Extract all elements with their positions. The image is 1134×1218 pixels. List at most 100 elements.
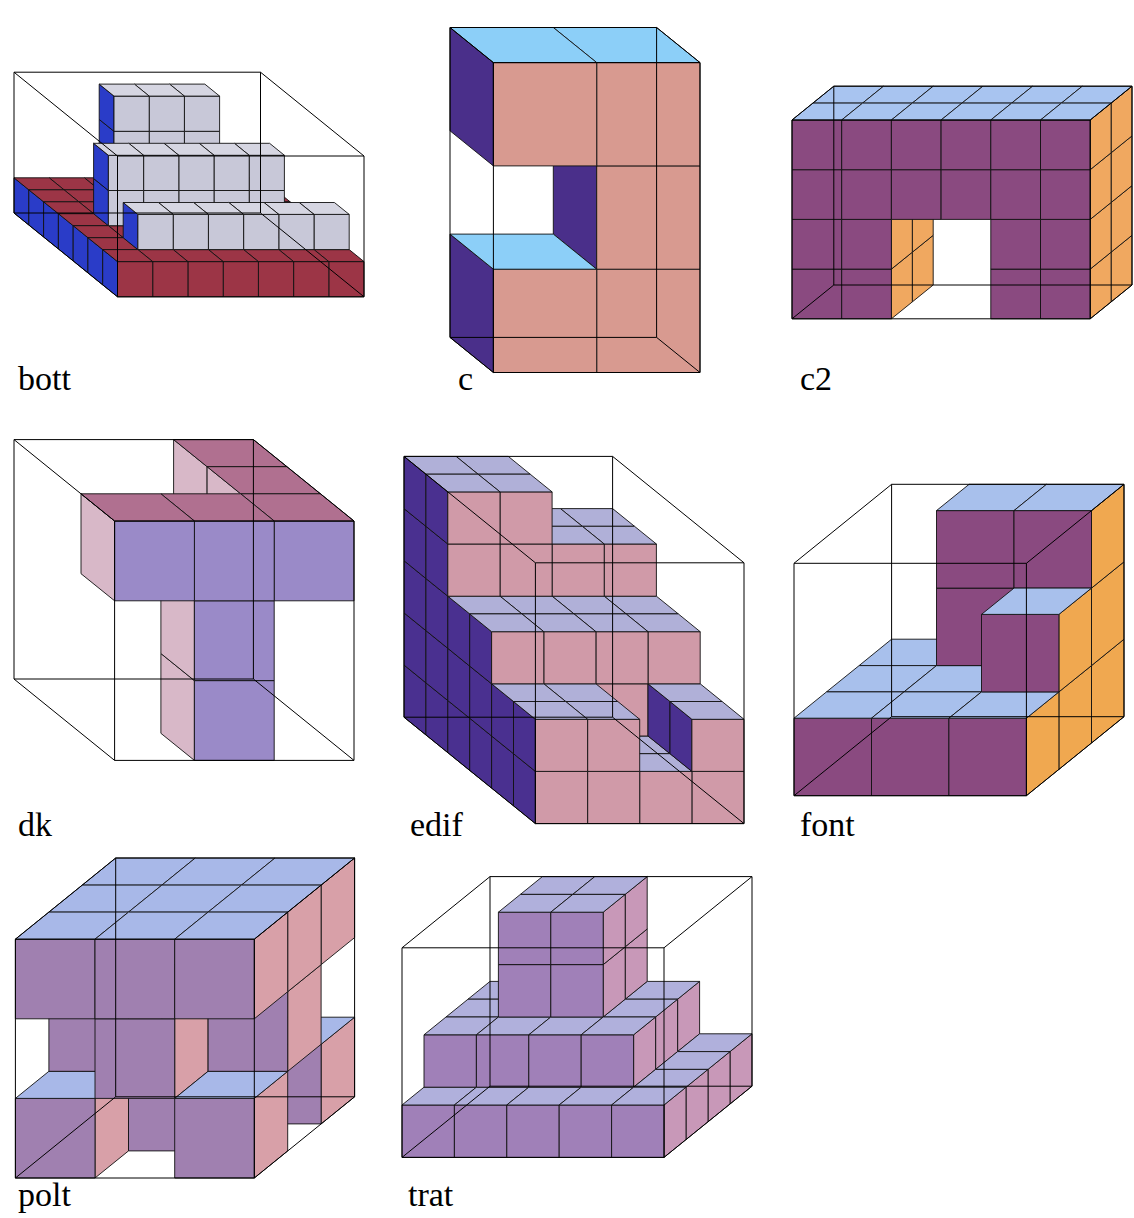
cube-face xyxy=(402,1105,454,1157)
cube-face xyxy=(891,170,941,220)
panel-label: dk xyxy=(18,808,52,842)
cube-face xyxy=(99,84,149,96)
bounding-box-edge xyxy=(493,62,700,63)
bounding-box-edge xyxy=(254,858,354,939)
cube-face xyxy=(138,214,173,249)
bounding-box-edge xyxy=(891,484,892,716)
cube-face xyxy=(842,170,892,220)
cube-face xyxy=(115,521,195,601)
bounding-box-edge xyxy=(450,27,657,28)
bounding-box-edge xyxy=(404,717,613,718)
bounding-box-edge xyxy=(354,521,355,760)
bounding-box-edge xyxy=(253,440,254,679)
bounding-box-edge xyxy=(752,877,753,1087)
cube-face xyxy=(597,269,700,372)
cube-face xyxy=(507,1105,559,1157)
bounding-box-edge xyxy=(15,858,115,939)
cube-face xyxy=(73,226,123,238)
cube-face xyxy=(991,219,1041,269)
cube-face xyxy=(678,1034,752,1052)
cube-face xyxy=(448,544,500,596)
cube-face xyxy=(551,912,603,964)
cube-face xyxy=(144,155,179,190)
bounding-box-edge xyxy=(253,440,354,521)
bounding-box-edge xyxy=(402,877,490,948)
bounding-box-edge xyxy=(115,521,354,522)
cube-face xyxy=(573,877,647,895)
cube-face xyxy=(872,718,949,796)
voxel-figure xyxy=(402,877,752,1158)
bounding-box-edge xyxy=(1090,86,1132,120)
bounding-box-edge xyxy=(117,156,118,297)
cube-face xyxy=(581,1017,655,1035)
bounding-box-edge xyxy=(1124,484,1125,716)
bounding-box-edge xyxy=(450,337,657,338)
bounding-box-edge xyxy=(792,86,834,120)
bounding-box-edge xyxy=(114,521,115,760)
cube-face xyxy=(450,28,597,63)
bounding-box-edge xyxy=(493,63,494,373)
cube-face xyxy=(1041,120,1091,170)
bounding-box-edge xyxy=(794,563,1026,564)
bounding-box-edge xyxy=(657,28,700,63)
cube-face xyxy=(552,544,604,596)
bounding-box-edge xyxy=(535,823,744,824)
bounding-box-edge xyxy=(1026,717,1124,796)
cube-face xyxy=(991,269,1041,319)
cube-face xyxy=(44,202,94,214)
cube-face xyxy=(514,702,588,720)
cube-face xyxy=(544,632,596,684)
cube-face xyxy=(95,939,175,1019)
bounding-box-edge xyxy=(14,440,115,521)
cube-face xyxy=(634,1069,708,1087)
bounding-box-edge xyxy=(14,679,253,680)
voxel-figure xyxy=(15,858,354,1178)
bounding-box-edge xyxy=(490,876,752,877)
bounding-box-edge xyxy=(792,120,1090,121)
cube-face xyxy=(551,965,603,1017)
cube-face xyxy=(500,544,552,596)
bounding-box-edge xyxy=(833,86,834,285)
cube-face xyxy=(448,492,500,544)
cube-face xyxy=(15,1098,95,1178)
bounding-box-edge xyxy=(490,877,491,1087)
bounding-box-edge xyxy=(1026,484,1124,563)
cube-face xyxy=(454,1105,506,1157)
cube-face xyxy=(656,1052,730,1070)
cube-face xyxy=(842,269,892,319)
cube-face xyxy=(498,965,550,1017)
cube-face xyxy=(991,120,1041,170)
bounding-box-edge xyxy=(1090,285,1132,319)
bounding-box-edge xyxy=(115,858,116,1097)
cube-face xyxy=(500,492,552,544)
cube-face xyxy=(258,262,293,297)
cube-face xyxy=(559,1105,611,1157)
bounding-box-edge xyxy=(402,1157,664,1158)
bounding-box-edge xyxy=(14,440,15,679)
bounding-box-edge xyxy=(792,318,1090,319)
bounding-box-edge xyxy=(118,156,365,157)
cube-face xyxy=(175,939,255,1019)
cube-face xyxy=(692,719,744,771)
cube-face xyxy=(15,939,95,1019)
cube-face xyxy=(493,269,596,372)
cube-face xyxy=(448,596,522,614)
bounding-box-edge xyxy=(14,72,15,213)
cube-face xyxy=(94,143,144,155)
bounding-box-edge xyxy=(792,285,834,319)
cube-face xyxy=(179,155,214,190)
bounding-box-edge xyxy=(118,296,365,297)
bounding-box-edge xyxy=(404,456,405,717)
cube-face xyxy=(692,771,744,823)
bounding-box-edge xyxy=(15,939,16,1178)
bounding-box-edge xyxy=(794,717,892,796)
bounding-box-edge xyxy=(254,1097,354,1178)
cube-face xyxy=(794,718,872,796)
cube-face xyxy=(274,521,354,601)
panel-label: font xyxy=(800,808,855,842)
bounding-box-edge xyxy=(664,1086,752,1157)
bounding-box-edge xyxy=(535,563,536,824)
cube-face xyxy=(551,894,625,912)
cube-face xyxy=(535,771,587,823)
